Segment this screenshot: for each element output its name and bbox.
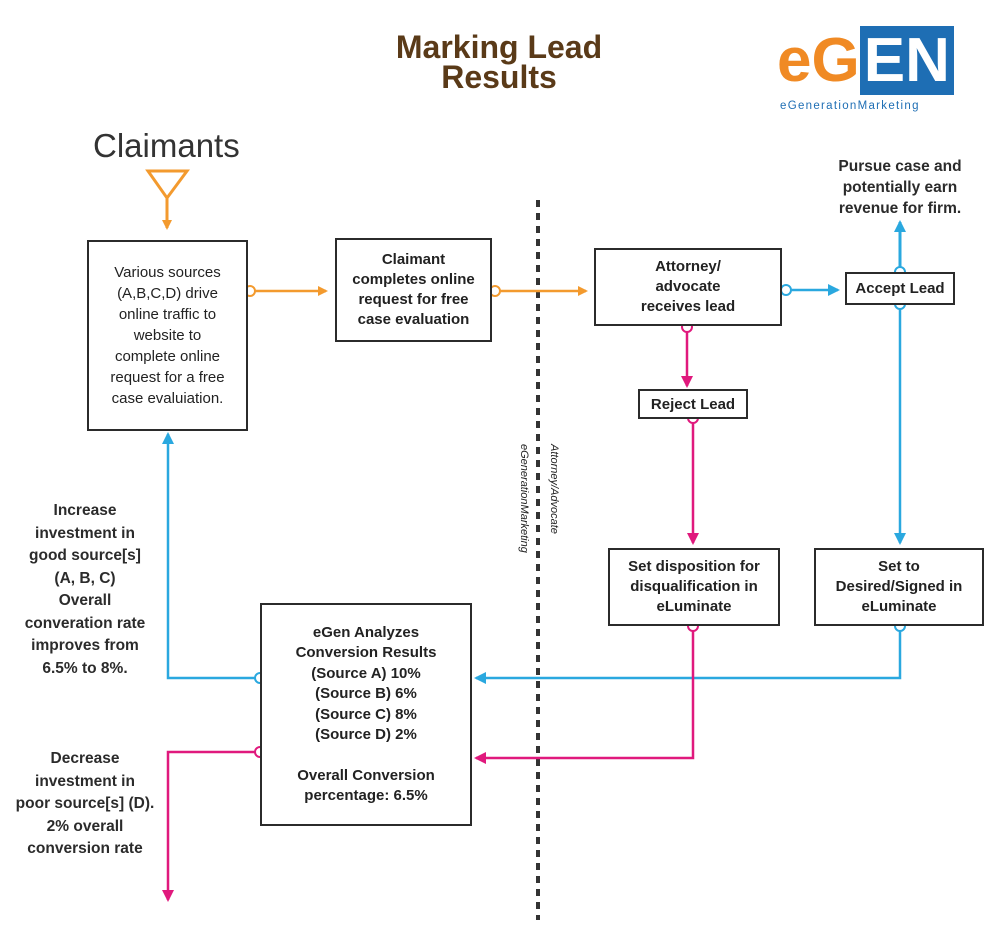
increase-line: converation rate: [24, 614, 146, 632]
sources-line: request for a free: [110, 369, 225, 386]
page-title: Marking Lead Results: [0, 29, 998, 95]
analyze-line: (Source C) 8%: [315, 705, 417, 723]
increase-line: Overall: [58, 592, 112, 609]
attorney-receives-box: Attorney/ advocate receives lead: [594, 248, 782, 326]
desired-signed-line: eLuminate: [861, 598, 937, 615]
title-line-1: Marking Lead: [395, 29, 603, 65]
claimant-request-line: Claimant: [381, 251, 446, 268]
sources-line: online traffic to: [118, 306, 217, 323]
magenta-arrow-reject: [681, 321, 693, 388]
logo-letter-g: G: [811, 26, 860, 95]
sources-line: case evaluiation.: [111, 390, 224, 407]
sources-line: (A,B,C,D) drive: [117, 285, 218, 302]
analyze-line: Overall Conversion: [297, 766, 435, 784]
attorney-line: advocate: [655, 278, 721, 295]
attorney-line: receives lead: [640, 298, 736, 315]
analyze-line: (Source A) 10%: [311, 664, 421, 682]
claimant-request-line: request for free: [358, 291, 469, 308]
claimant-request-line: completes online: [352, 271, 475, 288]
claimant-request-line: case evaluation: [357, 311, 470, 328]
claimants-funnel-icon: [145, 169, 190, 230]
divider-label-egen: eGenerationMarketing: [518, 444, 530, 553]
analyze-line: (Source D) 2%: [315, 726, 417, 743]
analyze-line: percentage: 6.5%: [304, 787, 428, 804]
logo-letters-en: EN: [859, 26, 954, 95]
analyze-line: eGen Analyzes: [312, 623, 420, 641]
sources-line: Various sources: [114, 264, 221, 281]
accept-lead-label: Accept Lead: [855, 280, 945, 297]
orange-arrow-1: [244, 285, 328, 297]
disqualification-box: Set disposition for disqualification in …: [608, 548, 780, 626]
decrease-line: poor source[s] (D).: [15, 795, 155, 812]
increase-line: 6.5% to 8%.: [42, 659, 128, 677]
decrease-line: 2% overall: [46, 817, 124, 835]
disqualification-line: Set disposition for: [628, 558, 760, 575]
blue-arrow-desired: [894, 298, 906, 545]
sources-box: Various sources (A,B,C,D) drive online t…: [87, 240, 248, 431]
decrease-line: investment in: [35, 772, 135, 790]
sources-line: complete online: [114, 348, 221, 365]
logo-letter-e: e: [777, 26, 812, 95]
magenta-arrow-disqualify: [687, 412, 699, 545]
reject-lead-label: Reject Lead: [650, 395, 736, 413]
analyze-line: (Source B) 6%: [315, 685, 417, 702]
accept-lead-box: Accept Lead: [845, 272, 955, 305]
sources-line: website to: [133, 327, 202, 344]
increase-line: (A, B, C): [54, 569, 116, 587]
increase-line: investment in: [35, 524, 135, 542]
pursue-line: revenue for firm.: [838, 200, 962, 217]
decrease-investment-note: Decrease investment in poor source[s] (D…: [10, 748, 160, 861]
desired-signed-line: Set to: [878, 558, 920, 575]
blue-arrow-accept: [780, 284, 840, 296]
pursue-line: potentially earn: [842, 179, 958, 196]
decrease-line: Decrease: [50, 750, 120, 767]
desired-signed-box: Set to Desired/Signed in eLuminate: [814, 548, 984, 626]
divider-label-attorney: Attorney/Advocate: [548, 444, 560, 534]
pursue-line: Pursue case and: [838, 158, 962, 175]
decrease-line: conversion rate: [27, 840, 143, 857]
claimant-request-box: Claimant completes online request for fr…: [335, 238, 492, 342]
increase-line: Increase: [53, 502, 117, 519]
analyze-line: Conversion Results: [295, 644, 437, 661]
egen-logo: eGEN eGenerationMarketing: [777, 26, 959, 120]
title-line-2: Results: [441, 59, 557, 95]
magenta-arrow-to-analyze: [474, 620, 699, 764]
claimants-label: Claimants: [93, 127, 240, 164]
reject-lead-box: Reject Lead: [638, 389, 748, 419]
increase-line: good source[s]: [29, 547, 141, 564]
blue-arrow-to-sources: [162, 432, 266, 684]
increase-investment-note: Increase investment in good source[s] (A…: [10, 500, 160, 680]
logo-subtitle: eGenerationMarketing: [780, 100, 920, 112]
increase-line: improves from: [31, 637, 139, 654]
logo-mark: eGEN: [777, 26, 954, 95]
disqualification-line: eLuminate: [656, 598, 732, 615]
attorney-line: Attorney/: [655, 258, 721, 275]
desired-signed-line: Desired/Signed in: [835, 578, 963, 595]
analyze-results-box: eGen Analyzes Conversion Results (Source…: [260, 603, 472, 826]
analyze-spacer: [296, 746, 437, 766]
blue-arrow-pursue: [894, 220, 906, 278]
magenta-arrow-decrease: [162, 746, 266, 902]
pursue-case-note: Pursue case and potentially earn revenue…: [815, 156, 985, 219]
orange-arrow-2: [489, 285, 588, 297]
disqualification-line: disqualification in: [630, 578, 758, 595]
